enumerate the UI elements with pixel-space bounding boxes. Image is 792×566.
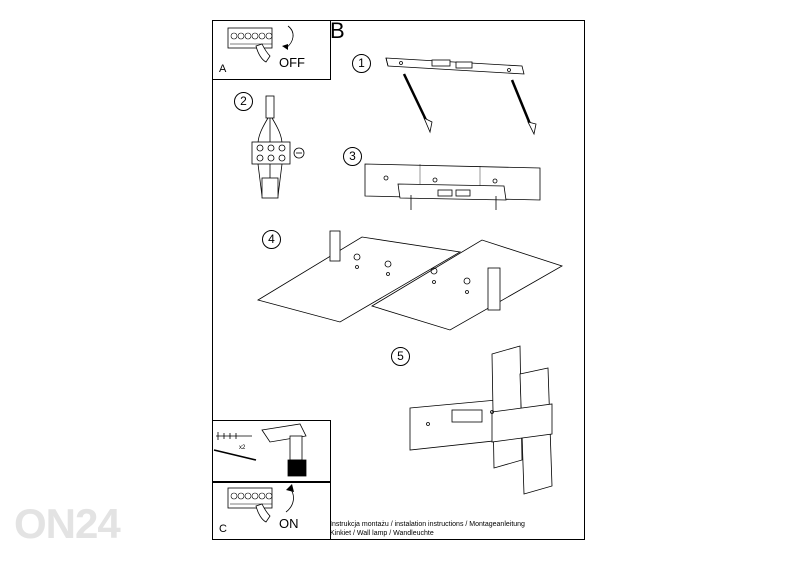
footer-product-name: Kinkiet / Wall lamp / Wandleuchte [330, 530, 434, 537]
step-3-mounting-illustration [364, 163, 541, 210]
step-4-number: 4 [262, 230, 281, 249]
drill-and-screws-illustration [213, 423, 307, 477]
panel-a-off-text: OFF [279, 55, 305, 70]
step-5-number: 5 [391, 347, 410, 366]
step-1-number: 1 [352, 54, 371, 73]
on24-logo-watermark: ON24 [14, 500, 121, 547]
section-b-letter: B [330, 18, 345, 43]
on-rotate-arrow [285, 487, 294, 513]
step-1-bracket-illustration [385, 57, 537, 136]
screw-count: x2 [239, 445, 246, 451]
step-2-number: 2 [234, 92, 253, 111]
panel-a-letter: A [219, 63, 227, 75]
step-2-wiring-illustration [251, 95, 305, 199]
step-4-plates-illustration [256, 230, 563, 331]
step-3-number: 3 [343, 147, 362, 166]
panel-c-on-text: ON [279, 516, 299, 531]
step-5-assembled-lamp-illustration [409, 345, 553, 495]
terminal-block-off-illustration [227, 27, 273, 63]
terminal-block-on-illustration [227, 487, 273, 523]
panel-c-letter: C [219, 523, 227, 535]
footer-instructions-title: Instrukcja montażu / instalation instruc… [330, 521, 525, 528]
